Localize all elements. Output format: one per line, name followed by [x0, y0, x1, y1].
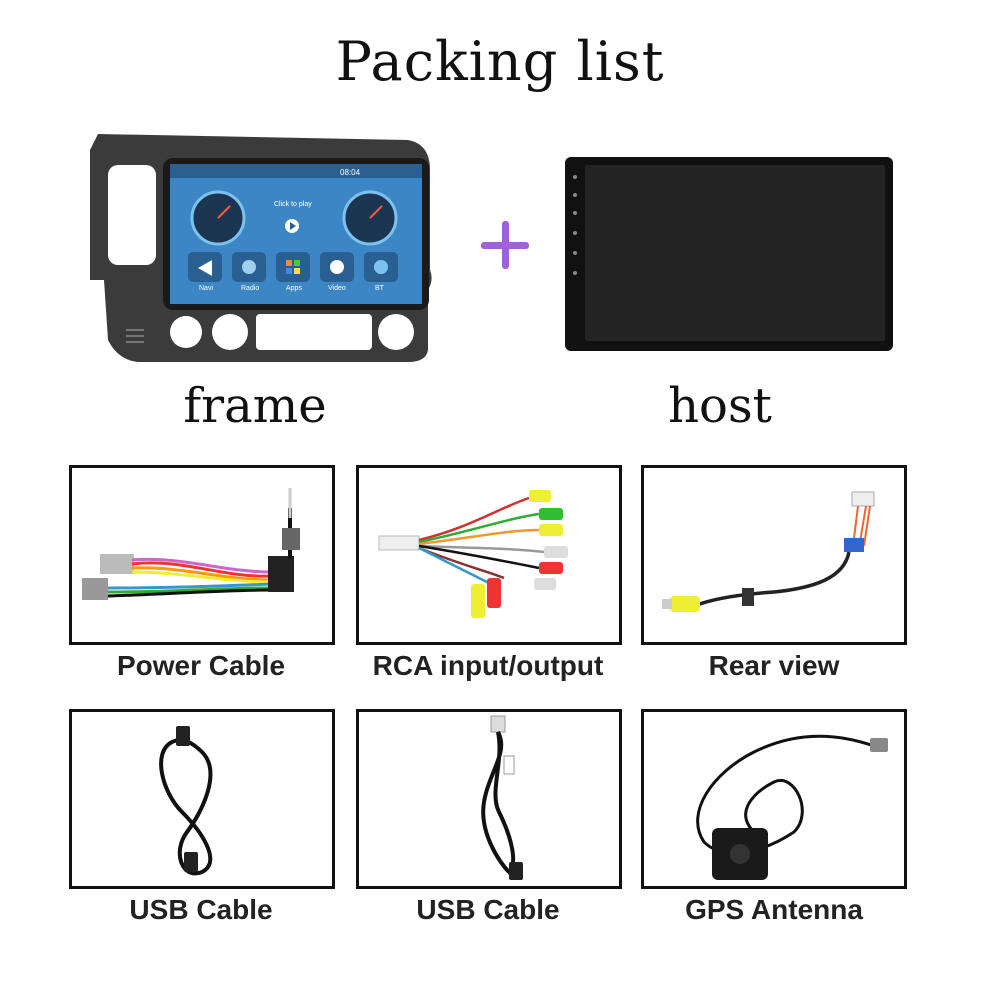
power-cable-label: Power Cable — [116, 650, 286, 681]
app-label-radio: Radio — [241, 285, 259, 292]
usb-cable-box-2 — [356, 709, 622, 889]
app-label-bt: BT — [375, 285, 385, 292]
rca-cable-label: RCA input/output — [372, 650, 604, 681]
rca-cable-icon — [378, 490, 568, 618]
app-label-navi: Navi — [199, 285, 213, 292]
power-cable-box — [69, 465, 335, 645]
usb-cable-box-1 — [69, 709, 335, 889]
usb-cable-icon — [159, 726, 213, 876]
power-cable-icon — [82, 488, 300, 600]
usb-cable-icon — [481, 715, 523, 880]
gps-antenna-box — [641, 709, 907, 889]
host-image — [565, 157, 893, 351]
usb-cable-label-1: USB Cable — [129, 894, 273, 925]
frame-image: 08:04 Click to play Navi Radio Apps Vide… — [90, 134, 432, 362]
usb-cable-label-2: USB Cable — [416, 894, 560, 925]
gps-antenna-icon — [696, 734, 888, 880]
plus-icon — [475, 215, 535, 275]
app-label-apps: Apps — [286, 285, 302, 292]
screen-media-text: Click to play — [274, 201, 312, 208]
gps-antenna-label: GPS Antenna — [685, 894, 863, 925]
rear-view-label: Rear view — [708, 650, 840, 681]
rca-cable-box — [356, 465, 622, 645]
rear-view-cable-icon — [662, 491, 875, 612]
frame-caption: frame — [183, 378, 327, 434]
screen-time: 08:04 — [340, 168, 361, 177]
host-caption: host — [668, 378, 772, 434]
rear-view-box — [641, 465, 907, 645]
app-label-video: Video — [328, 285, 346, 292]
page-title: Packing list — [335, 30, 665, 93]
